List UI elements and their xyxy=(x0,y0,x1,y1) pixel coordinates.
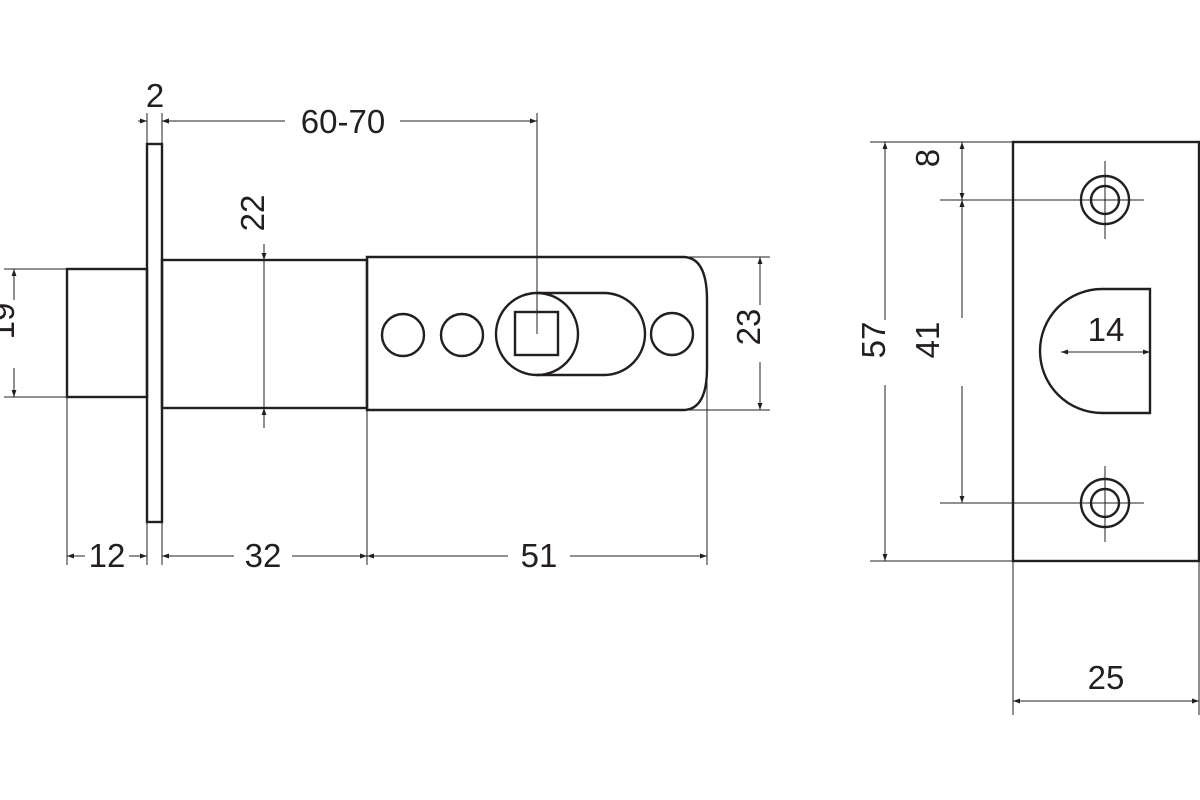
bottom-extension-lines xyxy=(66,368,708,565)
label-latch-opening: 14 xyxy=(1088,311,1125,348)
label-case-height: 23 xyxy=(730,309,767,346)
label-case-length: 51 xyxy=(521,537,558,574)
label-faceplate-width: 25 xyxy=(1088,659,1125,696)
dim-bolt-height: 19 xyxy=(0,268,67,398)
label-screw-offset: 8 xyxy=(909,149,946,167)
dim-faceplate-length: 57 xyxy=(855,142,892,561)
label-backset: 60-70 xyxy=(301,103,385,140)
label-faceplate-length: 57 xyxy=(855,322,892,359)
dim-case-length: 51 xyxy=(367,537,707,574)
case-hole-1 xyxy=(380,312,426,358)
label-bolt-height: 19 xyxy=(0,303,21,340)
dim-tube-diameter: 22 xyxy=(234,195,271,428)
case-hole-3 xyxy=(649,311,695,357)
label-bolt-length: 12 xyxy=(89,537,126,574)
label-screw-spacing: 41 xyxy=(909,322,946,359)
screw-center-lines xyxy=(1066,161,1144,542)
dim-flange-thickness: 2 xyxy=(138,77,171,144)
label-tube-diameter: 22 xyxy=(234,195,271,232)
faceplate-extension-lines xyxy=(870,141,1200,715)
faceplate-outline xyxy=(1011,140,1200,563)
dim-screw-offset: 8 xyxy=(909,142,965,214)
dim-case-height: 23 xyxy=(683,256,770,411)
latch-opening xyxy=(1038,287,1152,415)
dim-tube-length: 32 xyxy=(162,537,367,574)
label-flange-thickness: 2 xyxy=(146,77,164,114)
dim-faceplate-width: 25 xyxy=(1013,659,1199,704)
dim-latch-opening: 14 xyxy=(1061,311,1150,355)
case-hole-2 xyxy=(439,312,485,358)
spindle-slot xyxy=(537,291,647,377)
label-tube-length: 32 xyxy=(245,537,282,574)
dim-backset: 60-70 xyxy=(162,103,538,334)
dim-bolt-length: 12 xyxy=(67,537,147,574)
latch-side-view xyxy=(65,142,709,524)
faceplate-flange xyxy=(145,142,164,524)
dim-screw-spacing: 41 xyxy=(909,200,965,503)
latch-bolt-head xyxy=(65,267,149,399)
